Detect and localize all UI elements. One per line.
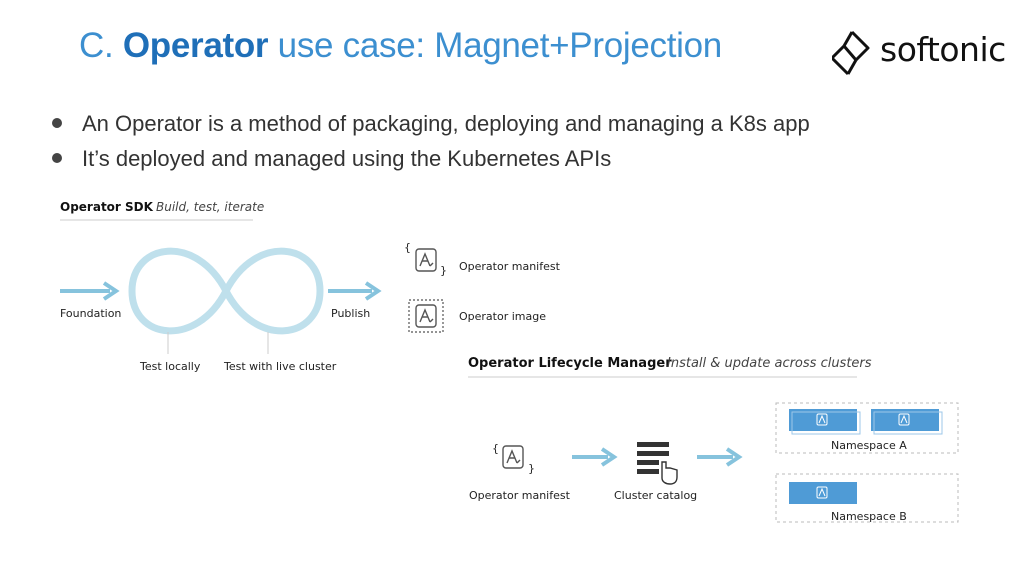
operator-image-label: Operator image [459, 310, 546, 323]
operator-file-icon [502, 445, 524, 469]
hand-pointer-icon [661, 461, 678, 485]
olm-subheading: Install & update across clusters [667, 356, 872, 371]
test-live-label: Test with live cluster [223, 360, 337, 373]
bullet-dot-icon [52, 118, 62, 128]
title-bold: Operator [122, 26, 269, 65]
title-prefix: C. [79, 26, 123, 65]
bullet-text: It’s deployed and managed using the Kube… [82, 146, 612, 171]
arrow-right-icon [60, 281, 120, 301]
operator-file-icon [415, 304, 437, 328]
test-locally-label: Test locally [139, 360, 201, 373]
namespace-b-label: Namespace B [831, 510, 907, 523]
namespace-b-pod [789, 482, 857, 504]
namespace-a-pod [789, 409, 857, 431]
olm-heading: Operator Lifecycle Manager [468, 356, 672, 371]
logo-text: softonic [880, 30, 1006, 69]
pod-shadow [791, 411, 861, 435]
operator-manifest-label: Operator manifest [459, 260, 561, 273]
operator-file-icon [415, 248, 437, 272]
bullet-item: It’s deployed and managed using the Kube… [52, 146, 611, 172]
softonic-logo-icon [832, 30, 870, 76]
bullet-item: An Operator is a method of packaging, de… [52, 111, 810, 137]
brace-close: } [440, 264, 447, 277]
arrow-right-icon [697, 447, 743, 467]
bullet-text: An Operator is a method of packaging, de… [82, 111, 810, 136]
namespace-a-frame [775, 402, 959, 454]
namespace-a-pod [871, 409, 939, 431]
namespace-b-frame [775, 473, 959, 523]
sdk-heading: Operator SDK [60, 200, 154, 214]
arrow-right-icon [328, 281, 382, 301]
slide-title: C. Operator use case: Magnet+Projection [79, 26, 722, 66]
title-suffix: use case: Magnet+Projection [268, 26, 723, 65]
infinity-loop [128, 247, 324, 335]
arrow-right-icon [572, 447, 618, 467]
brace-open: { [492, 442, 499, 455]
cluster-catalog-label: Cluster catalog [614, 489, 697, 502]
olm-manifest-label: Operator manifest [469, 489, 571, 502]
pod-shadow [873, 411, 943, 435]
brace-close: } [528, 462, 535, 475]
sdk-subheading: Build, test, iterate [156, 200, 264, 214]
foundation-label: Foundation [60, 307, 121, 320]
image-frame [408, 299, 444, 333]
bullet-dot-icon [52, 153, 62, 163]
namespace-a-label: Namespace A [831, 439, 907, 452]
catalog-list-icon [637, 442, 669, 474]
publish-label: Publish [331, 307, 370, 320]
brace-open: { [404, 241, 411, 254]
